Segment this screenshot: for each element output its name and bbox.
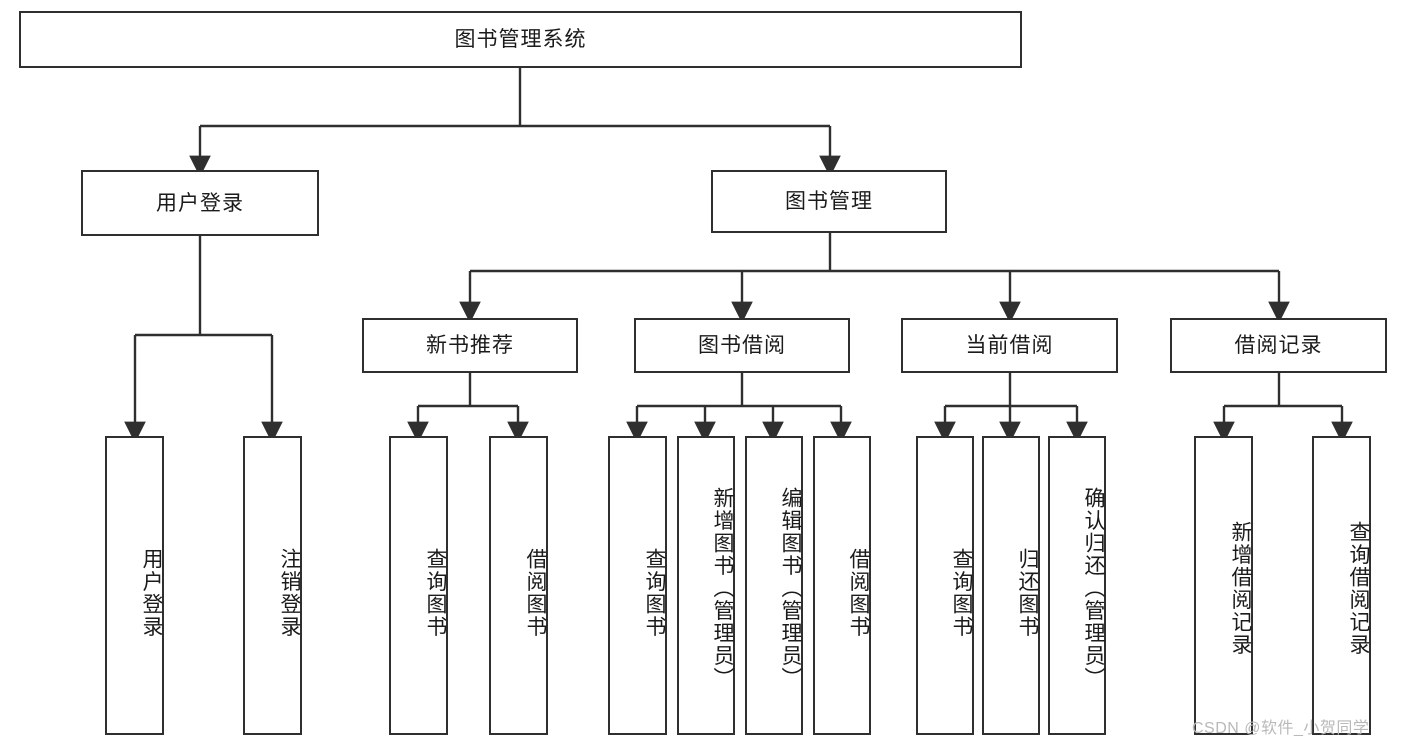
- node-label: 新增图书（管理员）: [711, 487, 734, 690]
- node-label: 图书管理: [785, 190, 873, 213]
- node-label: 借阅记录: [1234, 334, 1323, 357]
- node-add-book-admin[interactable]: 新增图书（管理员）: [677, 436, 735, 735]
- node-label: 借阅图书: [524, 547, 547, 638]
- node-logout-leaf[interactable]: 注销登录: [243, 436, 302, 735]
- node-label: 当前借阅: [965, 334, 1054, 357]
- node-label: 注销登录: [278, 547, 301, 638]
- node-label: 归还图书: [1016, 547, 1039, 638]
- node-label: 用户登录: [156, 191, 244, 215]
- watermark-text: CSDN @软件_小贺同学: [1192, 720, 1370, 737]
- node-label: 图书借阅: [698, 334, 786, 357]
- node-label: 图书管理系统: [454, 28, 587, 51]
- node-borrow-book[interactable]: 借阅图书: [813, 436, 871, 735]
- node-label: 新增借阅记录: [1229, 521, 1252, 656]
- node-current-borrow[interactable]: 当前借阅: [901, 318, 1118, 373]
- node-label: 借阅图书: [847, 547, 870, 638]
- node-query-book-borrow[interactable]: 查询图书: [608, 436, 667, 735]
- node-label: 查询图书: [950, 547, 973, 638]
- node-label: 确认归还（管理员）: [1082, 487, 1105, 690]
- node-label: 用户登录: [140, 547, 163, 638]
- node-book-management[interactable]: 图书管理: [711, 170, 947, 233]
- node-add-borrow-record[interactable]: 新增借阅记录: [1194, 436, 1253, 735]
- node-new-book-recommend[interactable]: 新书推荐: [362, 318, 578, 373]
- node-label: 查询图书: [643, 547, 666, 638]
- node-borrow-record[interactable]: 借阅记录: [1170, 318, 1387, 373]
- node-query-book-current[interactable]: 查询图书: [916, 436, 974, 735]
- node-return-book[interactable]: 归还图书: [982, 436, 1040, 735]
- node-label: 新书推荐: [426, 334, 514, 357]
- node-label: 编辑图书（管理员）: [779, 487, 802, 690]
- node-user-login[interactable]: 用户登录: [81, 170, 319, 236]
- node-label: 查询图书: [424, 547, 447, 638]
- node-book-borrow[interactable]: 图书借阅: [634, 318, 850, 373]
- node-query-borrow-record[interactable]: 查询借阅记录: [1312, 436, 1371, 735]
- node-book-management-system[interactable]: 图书管理系统: [19, 11, 1022, 68]
- node-borrow-book-recommend[interactable]: 借阅图书: [489, 436, 548, 735]
- node-user-login-leaf[interactable]: 用户登录: [105, 436, 164, 735]
- node-query-book-recommend[interactable]: 查询图书: [389, 436, 448, 735]
- node-edit-book-admin[interactable]: 编辑图书（管理员）: [745, 436, 803, 735]
- node-confirm-return-admin[interactable]: 确认归还（管理员）: [1048, 436, 1106, 735]
- node-label: 查询借阅记录: [1347, 521, 1370, 656]
